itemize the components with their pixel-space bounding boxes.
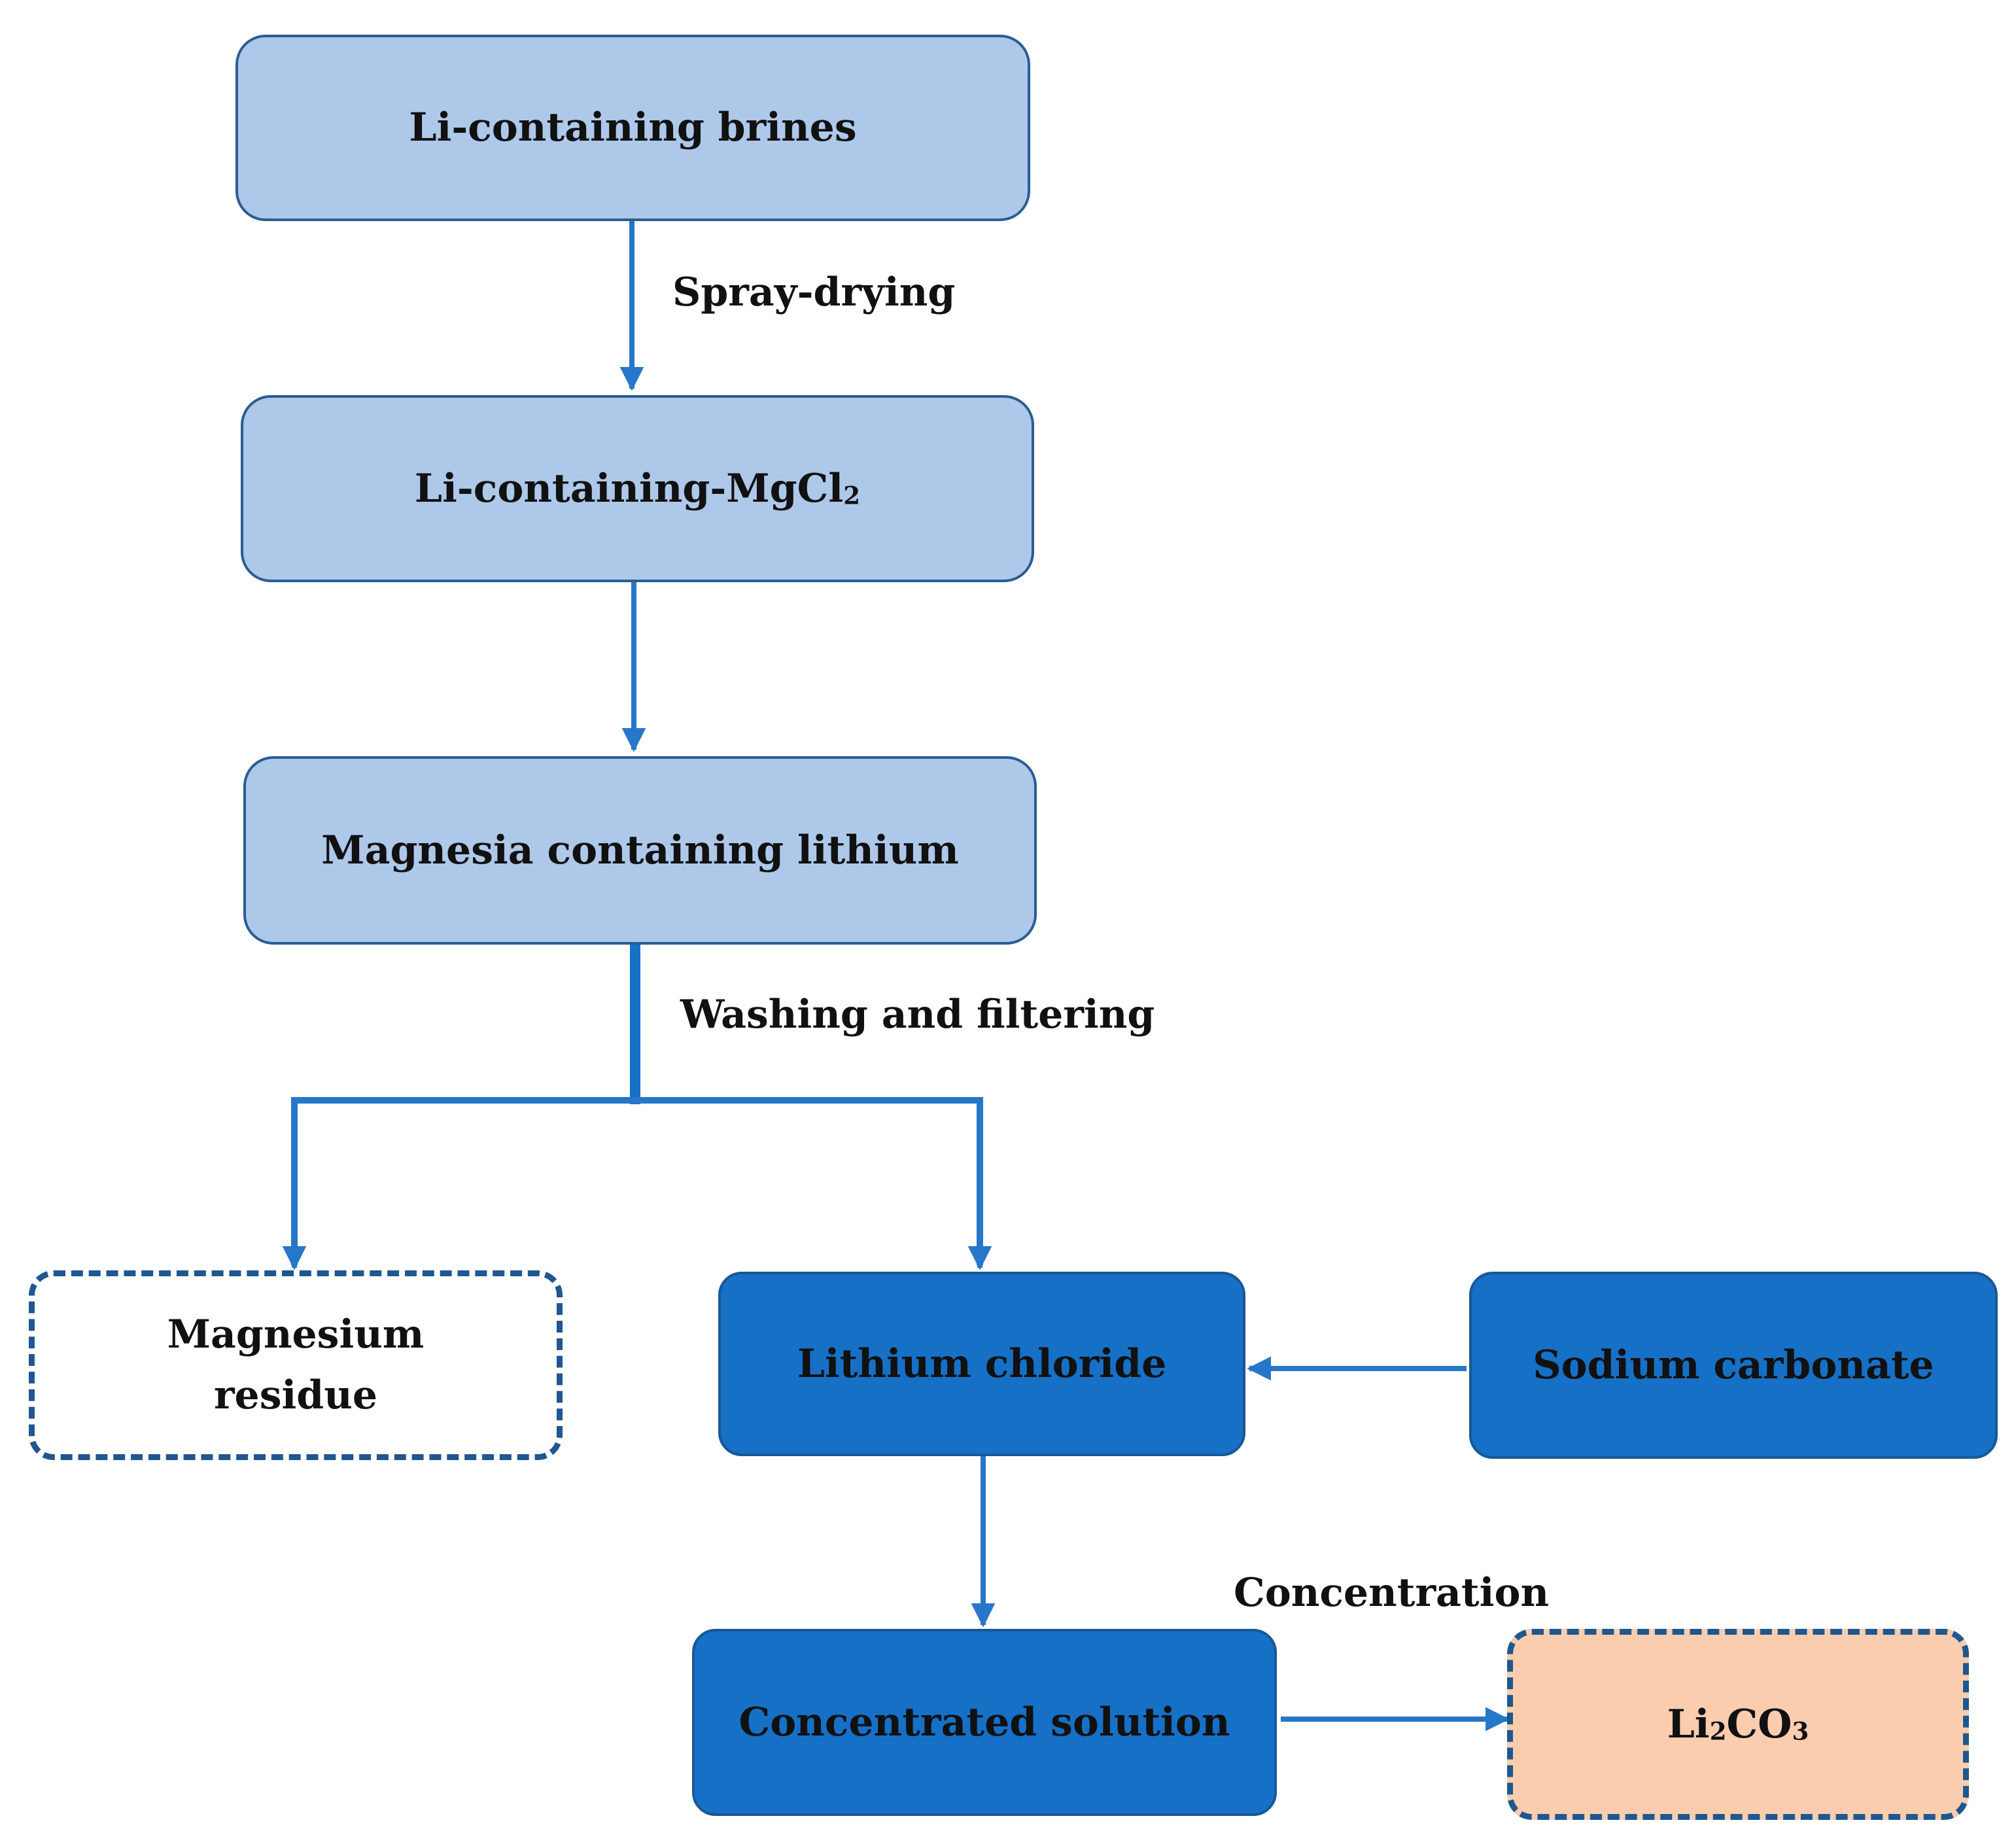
label-concentration: Concentration — [1234, 1570, 1550, 1616]
node-label: Sodium carbonate — [1533, 1342, 1934, 1388]
node-label: Magnesia containing lithium — [321, 827, 959, 873]
node-magnesia-containing-lithium: Magnesia containing lithium — [243, 756, 1037, 945]
label-washing-and-filtering: Washing and filtering — [680, 992, 1155, 1037]
label-spray-drying: Spray-drying — [672, 270, 956, 315]
node-label: Li2CO3 — [1667, 1701, 1809, 1747]
node-li-containing-brines: Li-containing brines — [235, 35, 1030, 221]
node-label: Li-containing brines — [409, 105, 857, 150]
node-sodium-carbonate: Sodium carbonate — [1469, 1272, 1998, 1459]
node-label-line1: Magnesium — [167, 1312, 425, 1357]
node-label: Lithium chloride — [797, 1340, 1167, 1387]
node-label-line2: residue — [213, 1372, 378, 1418]
node-label: Li-containing-MgCl2 — [414, 465, 861, 512]
node-li2co3: Li2CO3 — [1507, 1629, 1969, 1820]
node-label: Concentrated solution — [739, 1699, 1230, 1745]
node-lithium-chloride: Lithium chloride — [718, 1272, 1245, 1456]
node-magnesium-residue: Magnesium residue — [29, 1270, 563, 1460]
node-li-containing-mgcl2: Li-containing-MgCl2 — [241, 395, 1034, 582]
node-concentrated-solution: Concentrated solution — [692, 1629, 1277, 1816]
split-bar — [291, 1097, 983, 1265]
